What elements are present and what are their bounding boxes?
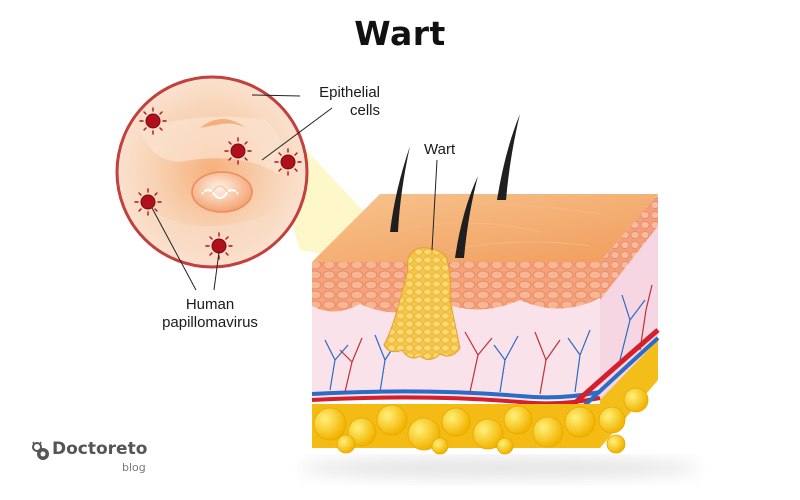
epithelial-label-line2: cells (349, 102, 380, 119)
artery-front (311, 395, 601, 406)
epidermis-right-side (600, 194, 658, 300)
block-shadow (300, 458, 700, 478)
capillaries (324, 284, 653, 395)
wart-label: Wart (424, 141, 456, 158)
brand-name: Doctoreto (52, 439, 148, 459)
hpv-label-line2: papillomavirus (162, 314, 258, 331)
hpv-label: Human papillomavirus (142, 296, 278, 332)
wart-growth (383, 247, 461, 360)
skin-surface-lines (399, 203, 601, 251)
virus-particles (140, 113, 296, 254)
vein-front (311, 389, 601, 400)
epithelial-cells-label: Epithelial cells (288, 84, 380, 120)
stethoscope-icon (32, 441, 49, 460)
fat-cells (313, 387, 649, 455)
epidermis-front (312, 262, 600, 313)
diagram-title: Wart (354, 14, 446, 53)
leader-lines (151, 94, 438, 291)
brand-subtitle: blog (122, 461, 146, 474)
brand-logo: Doctoreto blog (30, 437, 160, 481)
hair-strands (390, 114, 520, 258)
dna-strand (201, 189, 239, 199)
cell-nucleus (191, 171, 253, 213)
epithelial-label-line1: Epithelial (319, 84, 380, 101)
virus-spikes (134, 107, 302, 260)
hpv-label-line1: Human (185, 296, 235, 313)
